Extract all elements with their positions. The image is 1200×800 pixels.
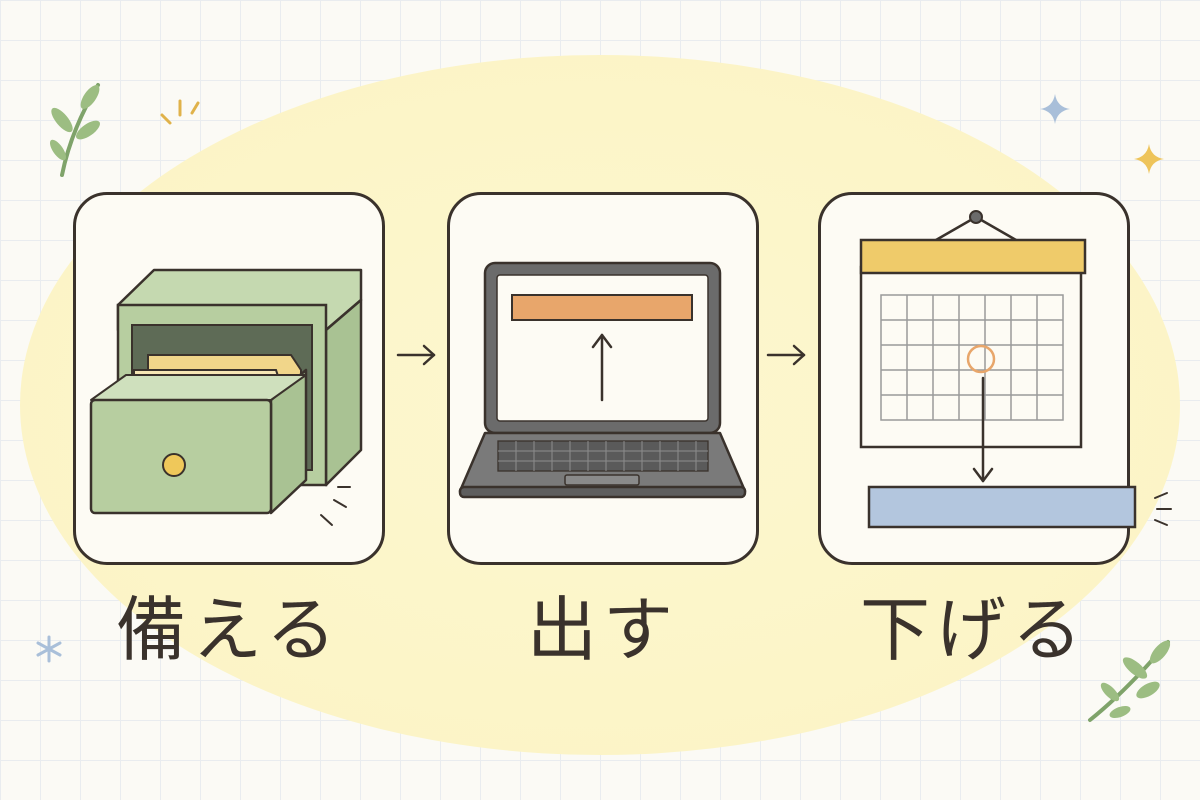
filing-cabinet-icon — [89, 268, 363, 526]
blue-sparkle-icon — [1040, 94, 1070, 124]
calendar-down-icon — [859, 210, 1172, 529]
leaf-sprig-icon — [49, 83, 100, 177]
step-label-prepare: 備える — [116, 589, 342, 671]
arrow-right-icon — [396, 344, 436, 366]
blue-asterisk-icon — [36, 635, 62, 663]
sparkle-lines-icon — [160, 99, 200, 125]
step-label-submit: 出す — [527, 589, 679, 671]
leaf-sprig-icon-bottom — [1088, 640, 1171, 722]
step-card-submit — [447, 192, 759, 565]
step-card-prepare — [73, 192, 385, 565]
yellow-sparkle-icon — [1134, 144, 1164, 174]
step-card-lower — [818, 192, 1172, 565]
laptop-upload-icon — [458, 261, 747, 499]
step-label-lower: 下げる — [860, 589, 1088, 671]
arrow-right-icon-2 — [766, 344, 806, 366]
